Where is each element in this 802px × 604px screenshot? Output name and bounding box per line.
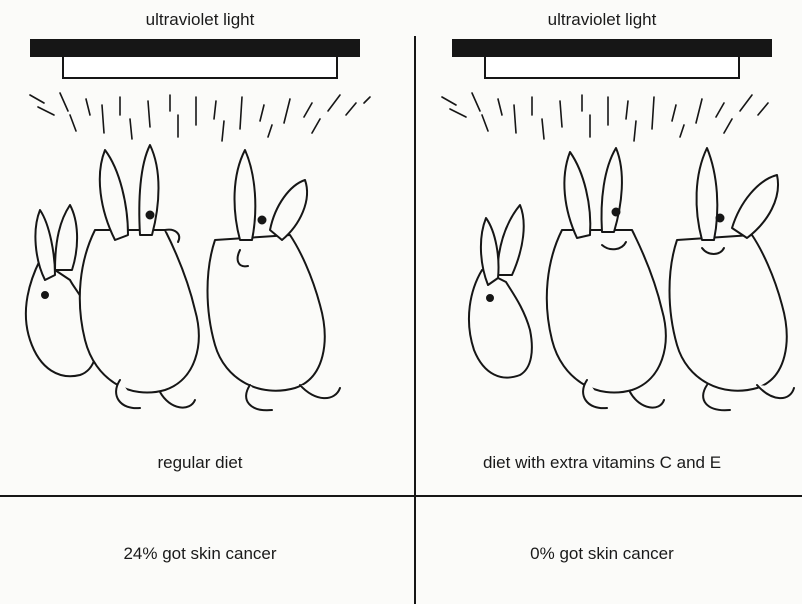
rabbit-icon <box>0 130 400 430</box>
vitamin-diet-result: 0% got skin cancer <box>402 544 802 564</box>
panel-divider-horizontal <box>0 495 802 497</box>
uv-lamp-tube <box>484 57 740 79</box>
uv-lamp-tube <box>62 57 338 79</box>
uv-light-label: ultraviolet light <box>402 10 802 30</box>
diet-label: diet with extra vitamins C and E <box>402 453 802 473</box>
rabbit-icon <box>402 130 802 430</box>
regular-diet-panel: ultraviolet light <box>0 0 400 495</box>
regular-diet-result: 24% got skin cancer <box>0 544 400 564</box>
uv-lamp-icon <box>452 39 772 57</box>
uv-lamp-icon <box>30 39 360 57</box>
diet-label: regular diet <box>0 453 400 473</box>
vitamin-diet-panel: ultraviolet light <box>402 0 802 495</box>
uv-light-label: ultraviolet light <box>0 10 400 30</box>
